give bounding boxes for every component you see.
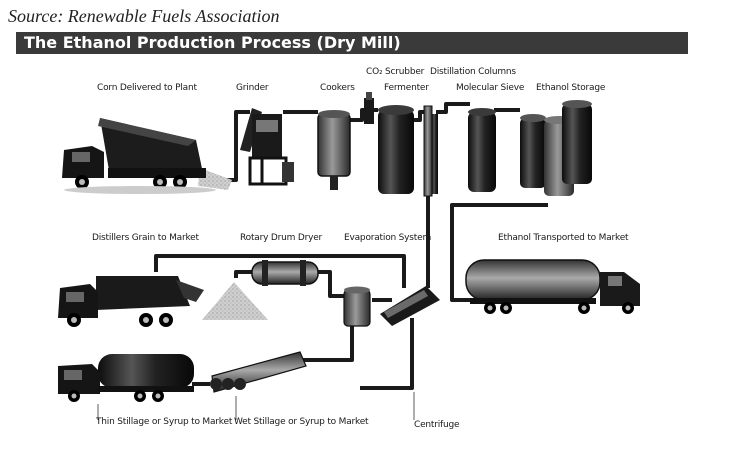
label-distillation-columns: Distillation Columns bbox=[430, 67, 516, 77]
rotary-drum-dryer bbox=[251, 260, 319, 286]
label-grinder: Grinder bbox=[236, 83, 269, 93]
label-ethanol-transported: Ethanol Transported to Market bbox=[498, 233, 629, 243]
label-ethanol-storage: Ethanol Storage bbox=[536, 83, 606, 93]
pipe-evaporation-to-dryer bbox=[318, 270, 344, 298]
thin-stillage-truck bbox=[58, 354, 194, 402]
label-cookers: Cookers bbox=[320, 83, 355, 93]
pipe-storage-to-transport bbox=[450, 203, 548, 302]
label-thin-stillage: Thin Stillage or Syrup to Market bbox=[96, 417, 233, 427]
corn-delivery-truck bbox=[62, 118, 232, 194]
fermenter bbox=[378, 105, 414, 194]
co2-scrubber bbox=[364, 92, 374, 124]
label-distillers-grain: Distillers Grain to Market bbox=[92, 233, 199, 243]
wet-stillage-trailer bbox=[210, 351, 307, 393]
label-corn-delivered: Corn Delivered to Plant bbox=[97, 83, 197, 93]
label-evaporation-system: Evaporation System bbox=[344, 233, 432, 243]
distillation-columns bbox=[423, 105, 438, 197]
label-rotary-drum-dryer: Rotary Drum Dryer bbox=[240, 233, 323, 243]
label-wet-stillage: Wet Stillage or Syrup to Market bbox=[234, 417, 369, 427]
distillers-grain-truck bbox=[58, 276, 204, 327]
cookers bbox=[317, 110, 351, 190]
source-caption: Source: Renewable Fuels Association bbox=[8, 6, 280, 26]
label-molecular-sieve: Molecular Sieve bbox=[456, 83, 525, 93]
pipe-grain-top bbox=[154, 254, 406, 288]
leader-lines bbox=[97, 392, 415, 420]
pipe-centrifuge-down bbox=[360, 318, 414, 390]
grain-pile bbox=[202, 282, 268, 320]
label-centrifuge: Centrifuge bbox=[414, 420, 460, 430]
ethanol-tanker-truck bbox=[465, 259, 640, 314]
pipe-dryer-to-grain bbox=[234, 270, 252, 278]
centrifuge bbox=[380, 286, 440, 326]
evaporation-system bbox=[343, 286, 371, 327]
ethanol-storage bbox=[520, 100, 592, 196]
label-co2-scrubber: CO₂ Scrubber bbox=[366, 67, 425, 77]
diagram-title-banner: The Ethanol Production Process (Dry Mill… bbox=[16, 32, 688, 54]
label-fermenter: Fermenter bbox=[384, 83, 429, 93]
pipe-distillation-to-sieve bbox=[436, 102, 470, 114]
pipe-evaporation-to-wet bbox=[300, 318, 354, 362]
grinder bbox=[240, 108, 294, 186]
molecular-sieve bbox=[468, 108, 496, 192]
